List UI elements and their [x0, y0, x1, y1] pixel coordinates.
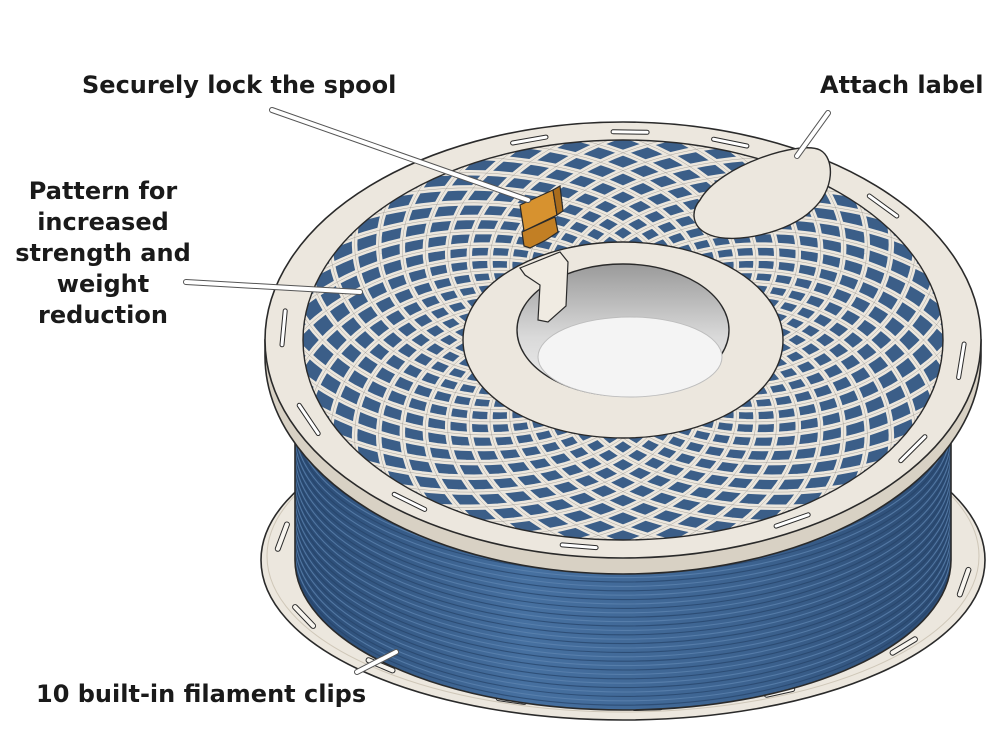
center-hole	[516, 263, 730, 398]
lattice-pattern	[302, 139, 944, 541]
callout-pattern-line: increased	[37, 208, 169, 236]
rim-slots	[279, 129, 967, 551]
callout-pattern-line: reduction	[38, 301, 168, 329]
label-pad-icon	[693, 147, 832, 240]
callout-attach-label: Attach label	[820, 71, 984, 99]
callout-filament-clips: 10 built-in filament clips	[36, 680, 367, 708]
lock-clip-icon	[519, 185, 564, 249]
callout-pattern-line: Pattern for	[28, 177, 178, 205]
callout-lock: Securely lock the spool	[82, 71, 397, 99]
callout-pattern-line: weight	[56, 270, 150, 298]
callout-pattern: Pattern for increased strength and weigh…	[8, 176, 198, 331]
leader-lines	[183, 107, 831, 675]
callout-pattern-line: strength and	[15, 239, 191, 267]
top-flange	[264, 121, 982, 575]
